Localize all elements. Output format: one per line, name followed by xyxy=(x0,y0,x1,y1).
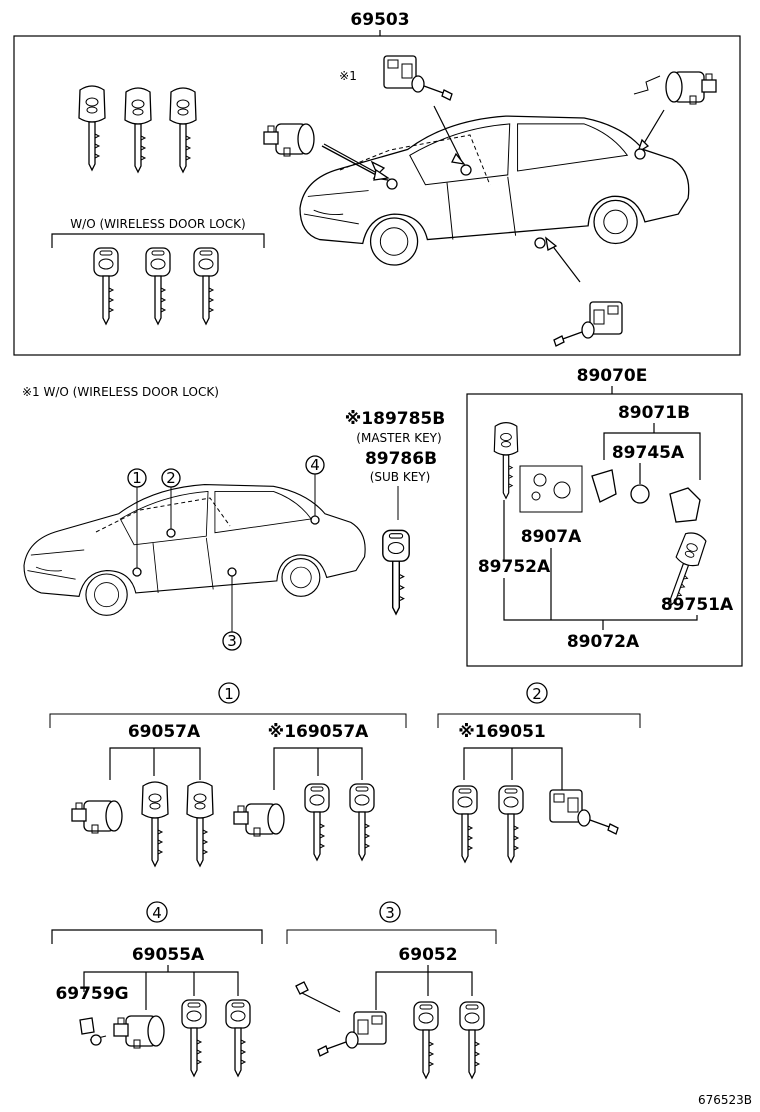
smart-key-icon xyxy=(493,422,519,499)
callout-4: 4 xyxy=(310,456,320,474)
circuit-board-icon xyxy=(519,465,583,513)
group4-circle: 4 xyxy=(152,904,162,922)
part-no-69057A-wo: ※169057A xyxy=(268,722,369,742)
key-icon xyxy=(93,247,119,325)
key-icon xyxy=(145,247,171,325)
part-no-69057A: 69057A xyxy=(128,722,201,742)
group2-circle: 2 xyxy=(532,685,542,703)
door-lock-assy-icon xyxy=(317,1011,387,1057)
key-icon xyxy=(225,999,251,1077)
part-no-89786B: 89786B xyxy=(365,449,437,469)
lock-cylinder-icon xyxy=(113,1015,165,1049)
clip-icon xyxy=(79,1017,95,1035)
smart-key-icon xyxy=(124,87,152,173)
key-icon xyxy=(498,785,524,863)
remote-frame xyxy=(466,393,743,667)
key-icon xyxy=(304,783,330,861)
master-key-label: (MASTER KEY) xyxy=(356,431,441,445)
key-icon xyxy=(459,1001,485,1079)
part-no-69055A: 69055A xyxy=(132,945,205,965)
lock-cylinder-icon xyxy=(665,71,717,105)
smart-key-icon xyxy=(78,85,106,171)
smart-key-icon xyxy=(141,781,169,867)
callout-3: 3 xyxy=(227,632,237,650)
key-icon xyxy=(413,1001,439,1079)
note-tag: ※1 xyxy=(339,69,357,83)
part-no-89071B: 89071B xyxy=(618,403,690,423)
callout-1: 1 xyxy=(132,469,142,487)
part-no-8907A: 8907A xyxy=(521,527,582,547)
battery-icon xyxy=(630,484,650,504)
top-frame xyxy=(13,35,741,356)
car-illustration xyxy=(23,484,366,616)
lock-cylinder-icon xyxy=(263,123,315,157)
part-no-89745A: 89745A xyxy=(612,443,685,463)
door-lock-assy-icon xyxy=(553,301,623,347)
part-no-89070E: 89070E xyxy=(577,366,648,386)
wo-group-label: W/O (WIRELESS DOOR LOCK) xyxy=(70,217,245,231)
part-no-89751A: 89751A xyxy=(661,595,734,615)
group1-circle: 1 xyxy=(224,685,234,703)
lock-cylinder-icon xyxy=(71,800,123,834)
part-no-69759G: 69759G xyxy=(55,984,128,1004)
part-no-69051: ※169051 xyxy=(458,722,546,742)
arrow-icon xyxy=(433,105,466,165)
car-illustration xyxy=(299,115,690,266)
part-no-89752A: 89752A xyxy=(478,557,551,577)
part-no-69052: 69052 xyxy=(398,945,457,965)
diagram-ref-code: 676523B xyxy=(698,1093,752,1107)
door-lock-assy-icon xyxy=(549,789,619,835)
smart-key-icon xyxy=(186,781,214,867)
arrow-icon xyxy=(636,109,665,154)
door-lock-assy-icon xyxy=(383,55,453,101)
remote-case-icon xyxy=(591,469,617,503)
part-no-69503: 69503 xyxy=(350,10,409,30)
part-no-89785B: ※189785B xyxy=(345,409,445,429)
key-icon xyxy=(193,247,219,325)
lock-cylinder-icon xyxy=(233,803,285,837)
smart-key-icon xyxy=(169,87,197,173)
arrow-icon xyxy=(321,143,390,181)
footnote: ※1 W/O (WIRELESS DOOR LOCK) xyxy=(22,385,219,399)
part-no-89072A: 89072A xyxy=(567,632,640,652)
key-icon xyxy=(349,783,375,861)
sub-key-label: (SUB KEY) xyxy=(370,470,431,484)
callout-2: 2 xyxy=(166,469,176,487)
group3-circle: 3 xyxy=(385,904,395,922)
key-icon xyxy=(452,785,478,863)
remote-cover-icon xyxy=(669,487,701,523)
key-icon xyxy=(382,529,410,615)
key-icon xyxy=(181,999,207,1077)
arrow-icon xyxy=(545,236,581,283)
